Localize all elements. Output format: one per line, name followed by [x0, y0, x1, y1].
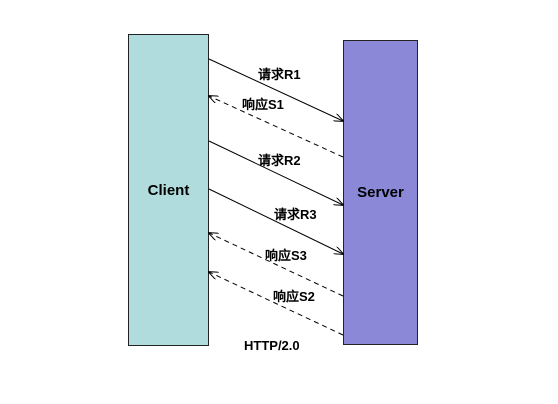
message-label-r3: 请求R3: [274, 207, 317, 222]
arrow-response-s3: [209, 233, 344, 297]
arrow-request-r2: [208, 140, 343, 205]
message-label-s2: 响应S2: [273, 289, 315, 304]
message-label-s3: 响应S3: [265, 248, 307, 263]
message-label-r1: 请求R1: [258, 67, 301, 82]
arrow-request-r3: [208, 188, 343, 254]
client-box: Client: [128, 34, 209, 346]
server-box: Server: [343, 40, 418, 345]
arrow-response-s2: [209, 272, 344, 336]
server-label: Server: [357, 184, 404, 201]
arrow-request-r1: [208, 58, 343, 121]
protocol-caption: HTTP/2.0: [244, 338, 300, 353]
message-label-r2: 请求R2: [258, 153, 301, 168]
client-label: Client: [147, 181, 190, 199]
message-label-s1: 响应S1: [242, 97, 284, 112]
arrow-response-s1: [209, 96, 344, 158]
